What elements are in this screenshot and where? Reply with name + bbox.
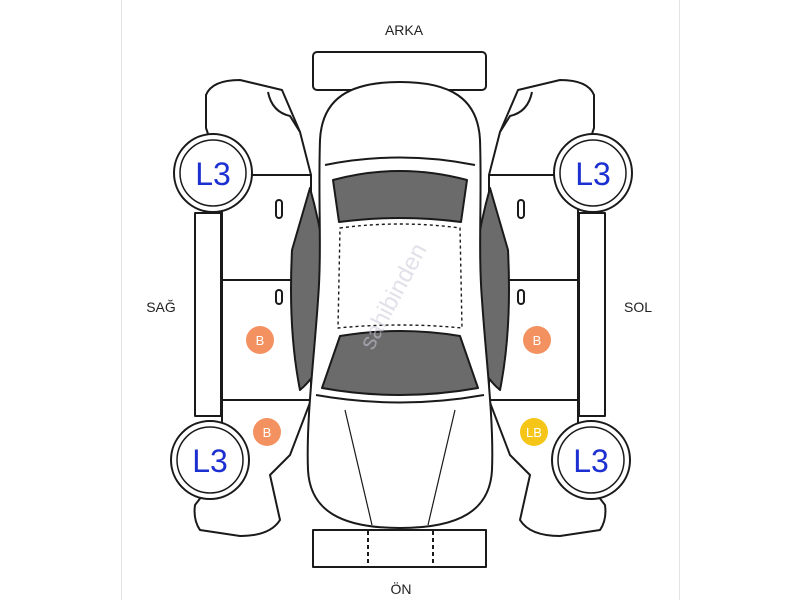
- badge-right-front-fender[interactable]: [253, 418, 281, 446]
- front-label: ÖN: [391, 580, 412, 597]
- badge-right-front-door[interactable]: [246, 326, 274, 354]
- badge-left-front-door-label: B: [533, 333, 542, 348]
- badge-left-front-door[interactable]: [523, 326, 551, 354]
- tire-rear-left-label: L3: [575, 156, 611, 192]
- tire-rear-left[interactable]: [553, 133, 633, 213]
- tire-front-left-label: L3: [573, 443, 609, 479]
- tire-front-left[interactable]: [551, 420, 631, 500]
- right-side-panel[interactable]: [193, 79, 312, 537]
- page-left-border: [121, 0, 122, 600]
- badge-right-front-door-label: B: [256, 333, 265, 348]
- tire-rear-right[interactable]: [173, 133, 253, 213]
- tire-rear-right-label: L3: [195, 156, 231, 192]
- rear-label: ARKA: [385, 22, 424, 38]
- front-bumper[interactable]: [312, 529, 487, 568]
- badge-left-front-fender[interactable]: [520, 418, 548, 446]
- badge-left-front-fender-label: LB: [526, 425, 542, 440]
- tire-front-right-label: L3: [192, 443, 228, 479]
- roof[interactable]: [337, 223, 463, 329]
- rear-window[interactable]: [332, 170, 468, 223]
- left-side-label: SOL: [624, 299, 652, 315]
- windshield[interactable]: [321, 330, 479, 396]
- tire-front-right[interactable]: [170, 420, 250, 500]
- right-side-label: SAĞ: [146, 299, 176, 315]
- badge-right-front-fender-label: B: [263, 425, 272, 440]
- page-right-border: [679, 0, 680, 600]
